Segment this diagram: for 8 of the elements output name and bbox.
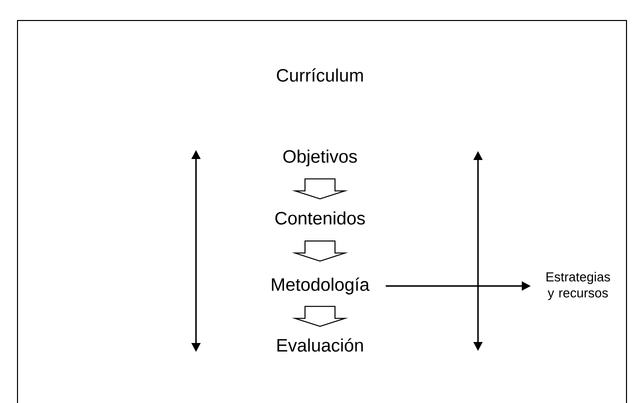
stage-label: Evaluación — [277, 338, 363, 352]
arrow — [292, 240, 348, 262]
stage-label: Objetivos — [283, 150, 357, 166]
stage-label: Metodología — [272, 278, 370, 294]
side-label: Estrategias y recursos — [546, 272, 610, 300]
stage-label: Contenidos — [275, 211, 365, 225]
arrow — [292, 306, 348, 327]
arrow — [292, 178, 348, 200]
